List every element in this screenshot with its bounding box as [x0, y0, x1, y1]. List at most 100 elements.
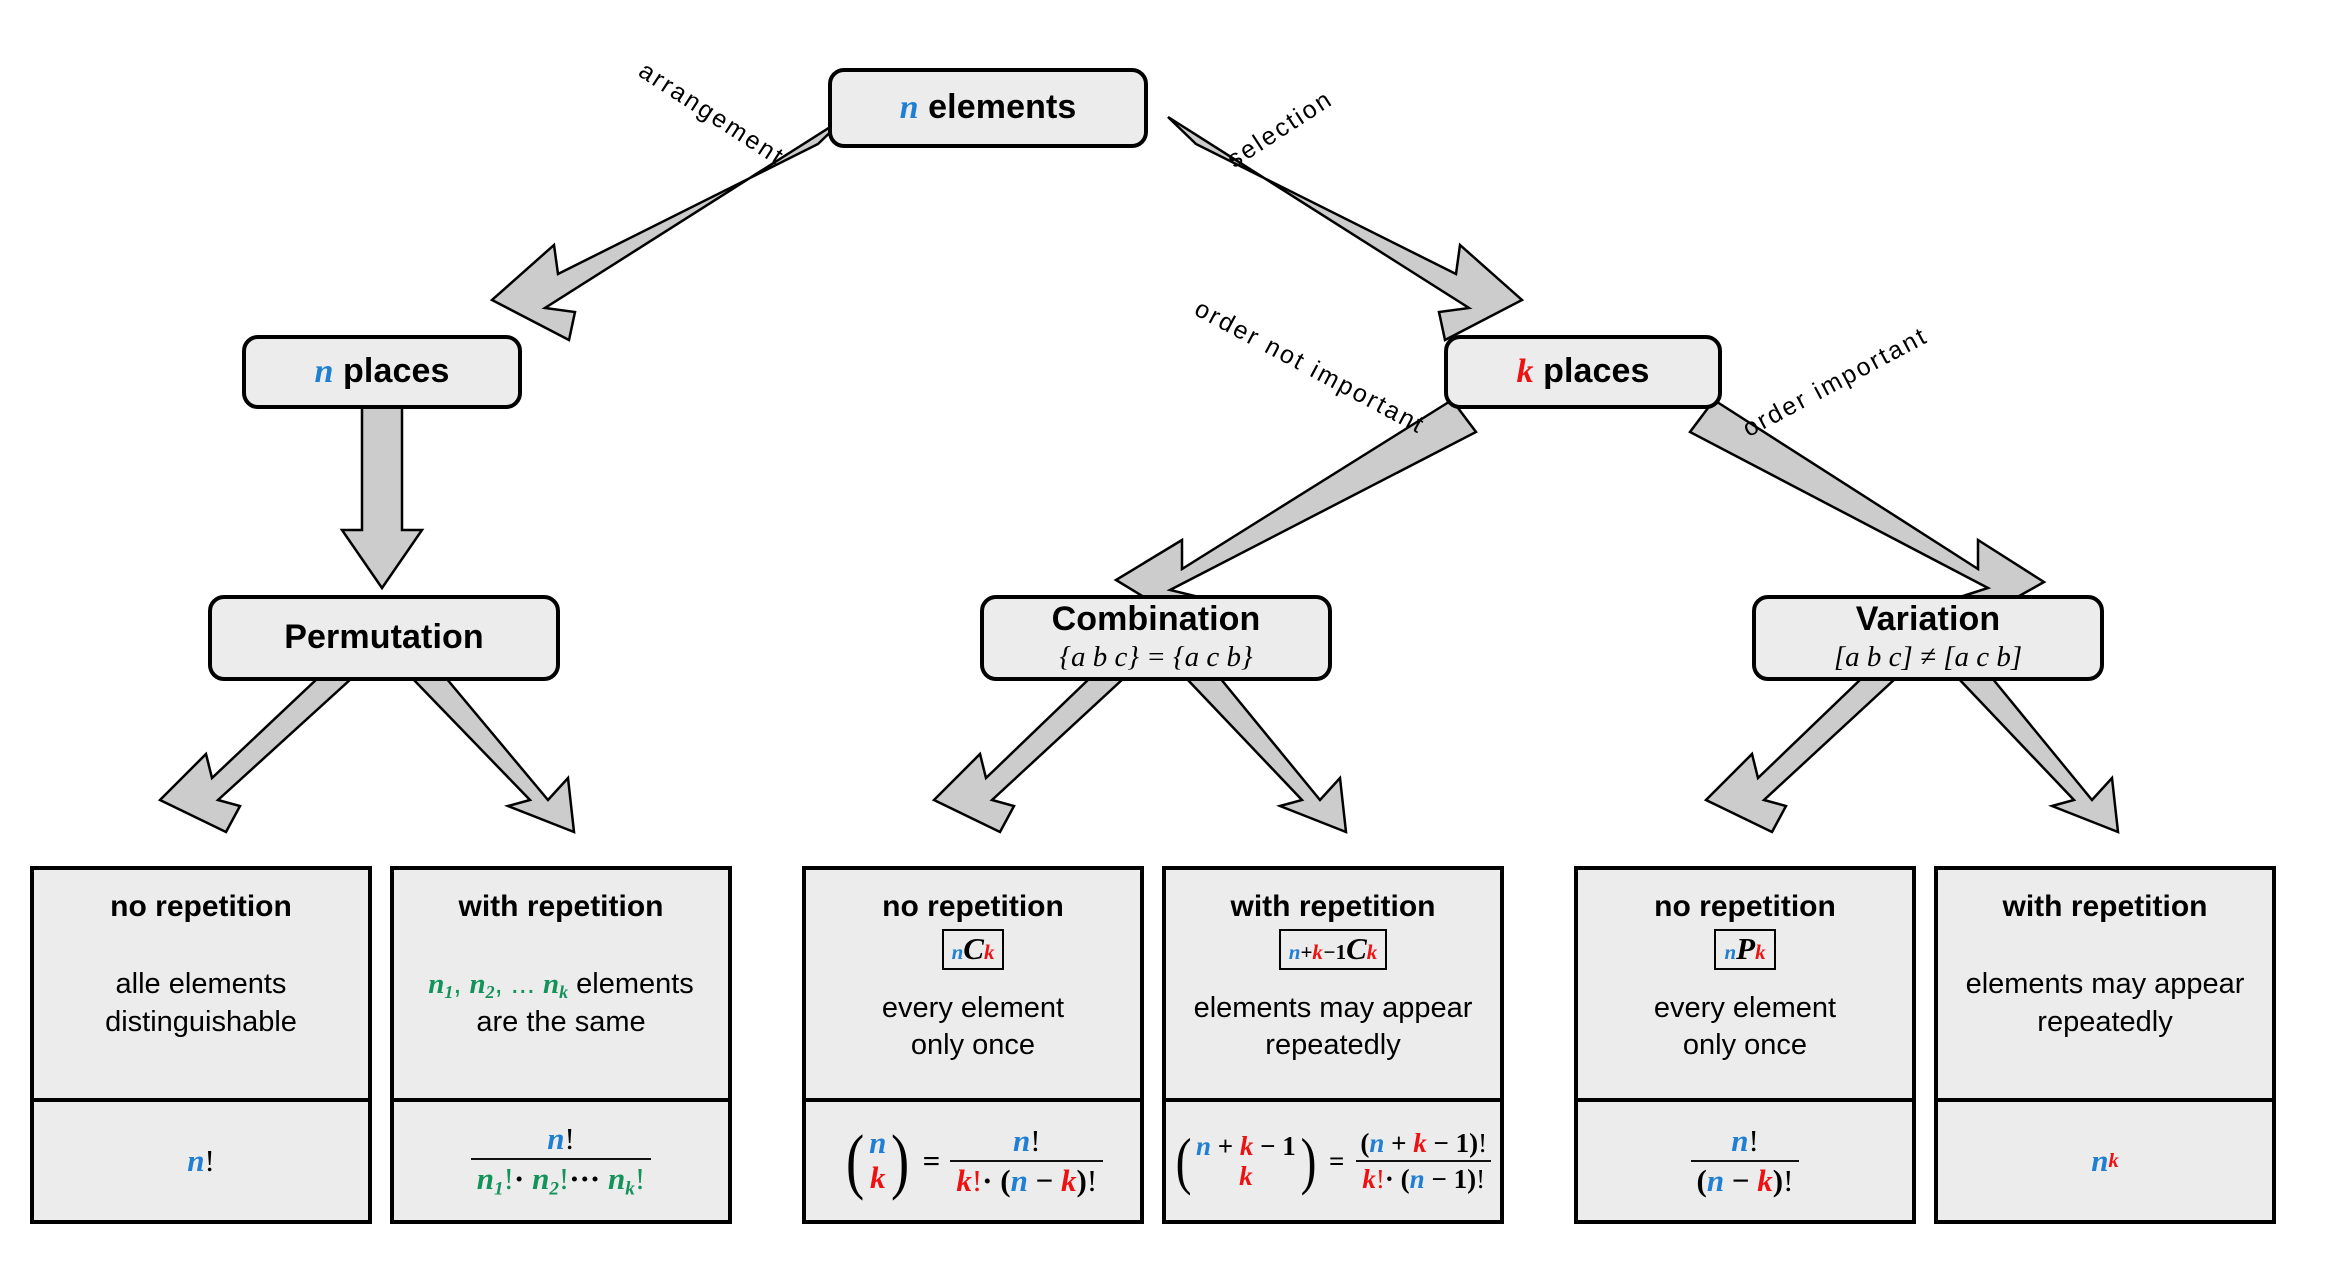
card-head: no repetition [882, 890, 1064, 923]
node-variation-subtitle: [a b c] ≠ [a c b] [1833, 640, 2023, 673]
paren-right: ) [891, 1119, 910, 1201]
symbol-n: n [1724, 940, 1737, 964]
card-formula: n! [34, 1098, 368, 1220]
symbol-n: n [187, 1143, 205, 1178]
fraction-numerator: n! [547, 1121, 575, 1157]
arrow-k-places-to-variation [1688, 398, 2047, 627]
arrow-variation-to-no-repetition [1703, 676, 1900, 834]
fraction: n! (n − k)! [1690, 1122, 1800, 1199]
symbol-equals: = [922, 1143, 941, 1178]
symbol-C: C [963, 931, 984, 966]
desc-line-1: n1, n2, ... nk elements [428, 967, 694, 1002]
node-n-elements-label: n elements [899, 88, 1077, 127]
card-formula: ( n + k − 1 k ) = (n + k − 1)! k!· (n − … [1166, 1098, 1500, 1220]
fraction-denominator: (n − k)! [1690, 1159, 1800, 1199]
symbol-equals: = [1328, 1145, 1345, 1176]
desc-line-2: distinguishable [105, 1005, 297, 1038]
symbol-n: n [2091, 1143, 2109, 1178]
symbol-dots: ... [510, 967, 535, 1000]
card-head: with repetition [458, 890, 664, 923]
card-formula: n! (n − k)! [1578, 1098, 1912, 1220]
paren-left: ( [1175, 1125, 1192, 1197]
node-combination-subtitle: {a b c} = {a c b} [1059, 640, 1253, 673]
edge-label-order-important: order important [1738, 321, 1933, 443]
card-formula: n! n1!· n2!··· nk! [394, 1098, 728, 1220]
fraction-denominator: k!· (n − 1)! [1356, 1159, 1492, 1194]
node-n-elements[interactable]: n elements [828, 68, 1148, 148]
node-n-places-label: n places [314, 352, 450, 391]
symbol-k-exponent: k [2108, 1149, 2119, 1172]
node-k-places-text: places [1533, 352, 1650, 391]
desc-line-2: are the same [476, 1005, 646, 1038]
symbol-n: n [899, 89, 919, 127]
paren-right: ) [1300, 1125, 1317, 1197]
symbol-n2: n2 [469, 967, 495, 1002]
arrow-combination-to-no-repetition [931, 676, 1128, 834]
node-k-places[interactable]: k places [1444, 335, 1722, 409]
word-elements: elements [576, 967, 694, 1000]
card-description: n1, n2, ... nk elements are the same [420, 923, 702, 1098]
card-description: elements may appear repeatedly [1186, 970, 1481, 1098]
desc-line-1: every element [881, 991, 1065, 1024]
symbol-k2: k [1366, 940, 1378, 964]
desc-line-1: elements may appear [1965, 968, 2245, 1001]
symbol-n: n [1288, 940, 1301, 964]
card-description: every element only once [1646, 970, 1844, 1098]
card-top: with repetition n1, n2, ... nk elements … [394, 870, 728, 1098]
symbol-plus: + [1300, 940, 1313, 964]
arrow-permutation-to-with-repetition [409, 676, 576, 834]
card-combination-with-repetition[interactable]: with repetition n+k−1Ck elements may app… [1162, 866, 1504, 1224]
symbol-P: P [1736, 931, 1756, 966]
node-combination[interactable]: Combination {a b c} = {a c b} [980, 595, 1332, 681]
node-variation[interactable]: Variation [a b c] ≠ [a c b] [1752, 595, 2104, 681]
notation-nPk: nPk [1714, 929, 1776, 971]
card-formula: ( n k ) = n! k!· (n − k)! [806, 1098, 1140, 1220]
edge-label-order-not-important: order not important [1190, 294, 1430, 440]
symbol-k: k [1755, 940, 1766, 964]
arrow-permutation-to-no-repetition [157, 676, 356, 834]
fraction-denominator: n1!· n2!··· nk! [470, 1157, 652, 1200]
arrow-combination-to-with-repetition [1183, 676, 1348, 834]
symbol-minus: − [1322, 940, 1336, 964]
symbol-C: C [1346, 931, 1367, 966]
node-permutation[interactable]: Permutation [208, 595, 560, 681]
node-combination-title: Combination [1051, 599, 1261, 638]
card-top: with repetition n+k−1Ck elements may app… [1166, 870, 1500, 1098]
fraction-denominator: k!· (n − k)! [950, 1159, 1104, 1199]
binomial-coefficient: ( n + k − 1 k ) [1175, 1125, 1317, 1197]
card-head: no repetition [110, 890, 292, 923]
node-n-elements-text: elements [918, 88, 1077, 127]
desc-line-1: elements may appear [1193, 991, 1473, 1024]
desc-line-1: every element [1653, 991, 1837, 1024]
node-n-places[interactable]: n places [242, 335, 522, 409]
card-permutation-with-repetition[interactable]: with repetition n1, n2, ... nk elements … [390, 866, 732, 1224]
node-n-places-text: places [333, 352, 450, 391]
fraction-numerator: (n + k − 1)! [1360, 1128, 1488, 1159]
arrow-k-places-to-combination [1113, 398, 1478, 627]
symbol-n: n [314, 353, 334, 391]
fraction: n! n1!· n2!··· nk! [470, 1121, 652, 1200]
symbol-factorial: ! [204, 1143, 215, 1178]
paren-left: ( [845, 1119, 865, 1201]
arrow-n-places-to-permutation [339, 403, 425, 591]
fraction-numerator: n! [1012, 1122, 1041, 1158]
binomial-coefficient: ( n k ) [845, 1119, 910, 1201]
desc-line-2: only once [1682, 1029, 1808, 1062]
card-head: with repetition [1230, 890, 1436, 923]
desc-line-2: repeatedly [1265, 1029, 1401, 1062]
fraction: n! k!· (n − k)! [950, 1122, 1104, 1199]
symbol-k: k [1312, 940, 1323, 964]
symbol-n1: n1 [428, 967, 454, 1002]
fraction-numerator: n! [1731, 1122, 1759, 1158]
